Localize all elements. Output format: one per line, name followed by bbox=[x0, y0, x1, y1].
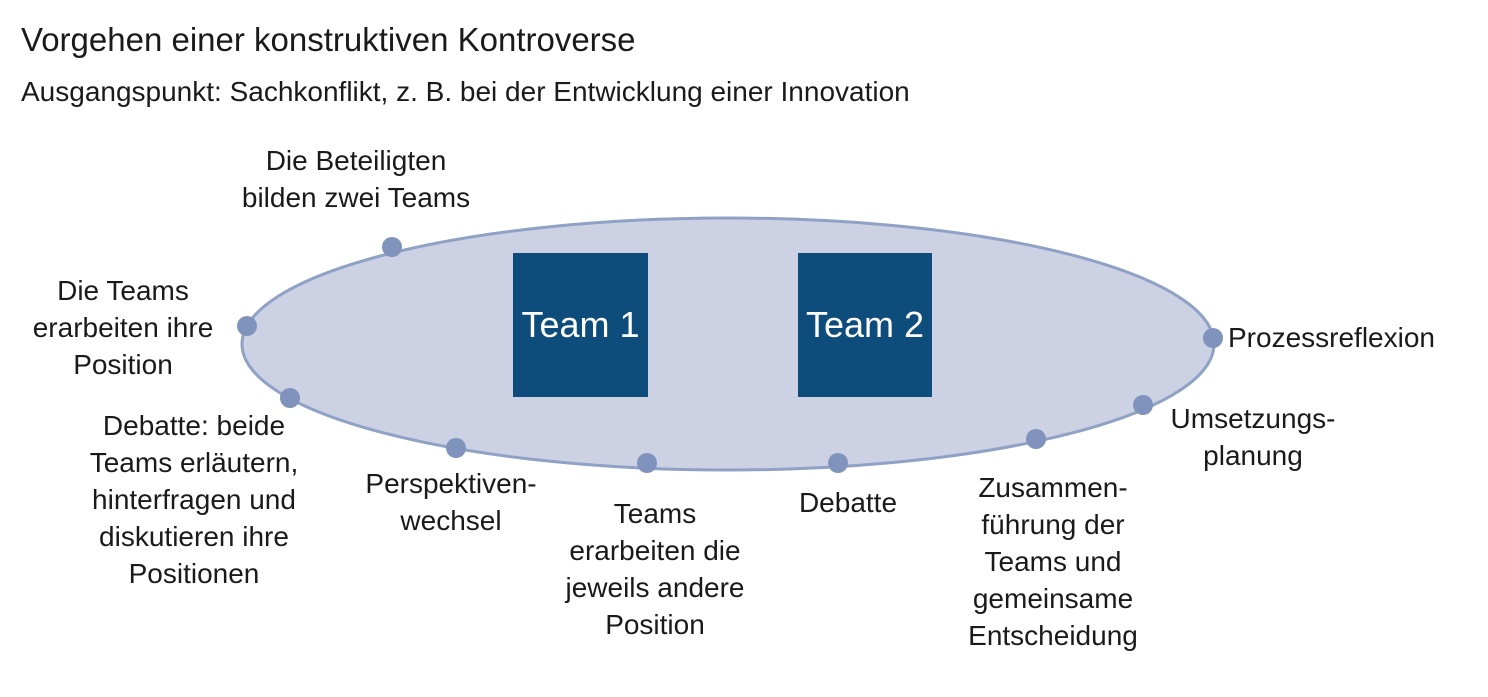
team-1-label: Team 1 bbox=[521, 304, 640, 345]
page-subtitle: Ausgangspunkt: Sachkonflikt, z. B. bei d… bbox=[21, 76, 910, 107]
step-label-die-beteiligten: Die Beteiligten bilden zwei Teams bbox=[241, 145, 471, 213]
step-label-umsetzungsplanung: Umsetzungs- planung bbox=[1170, 403, 1336, 471]
team-2-label: Team 2 bbox=[805, 304, 925, 345]
step-label-teams-andere-position: Teams erarbeiten die jeweils andere Posi… bbox=[565, 498, 745, 640]
team-2-box: Team 2 bbox=[798, 253, 932, 397]
step-label-debatte-beide-teams: Debatte: beide Teams erläutern, hinterfr… bbox=[89, 410, 299, 589]
step-dot-9 bbox=[1203, 328, 1223, 348]
step-dot-5 bbox=[637, 453, 657, 473]
step-dot-4 bbox=[446, 438, 466, 458]
step-dot-7 bbox=[1026, 429, 1046, 449]
team-1-box: Team 1 bbox=[513, 253, 648, 397]
step-label-perspektivenwechsel: Perspektiven- wechsel bbox=[365, 468, 537, 536]
step-dot-3 bbox=[280, 388, 300, 408]
step-dot-8 bbox=[1133, 395, 1153, 415]
step-dot-1 bbox=[382, 237, 402, 257]
step-label-prozessreflexion: Prozessreflexion bbox=[1228, 322, 1435, 353]
step-label-teams-erarbeiten-position: Die Teams erarbeiten ihre Position bbox=[32, 275, 214, 380]
step-dot-6 bbox=[828, 453, 848, 473]
page-title: Vorgehen einer konstruktiven Kontroverse bbox=[21, 21, 636, 58]
step-dot-2 bbox=[237, 316, 257, 336]
step-label-debatte: Debatte bbox=[798, 487, 898, 518]
step-label-zusammenfuehrung: Zusammen- führung der Teams und gemeinsa… bbox=[968, 472, 1138, 651]
